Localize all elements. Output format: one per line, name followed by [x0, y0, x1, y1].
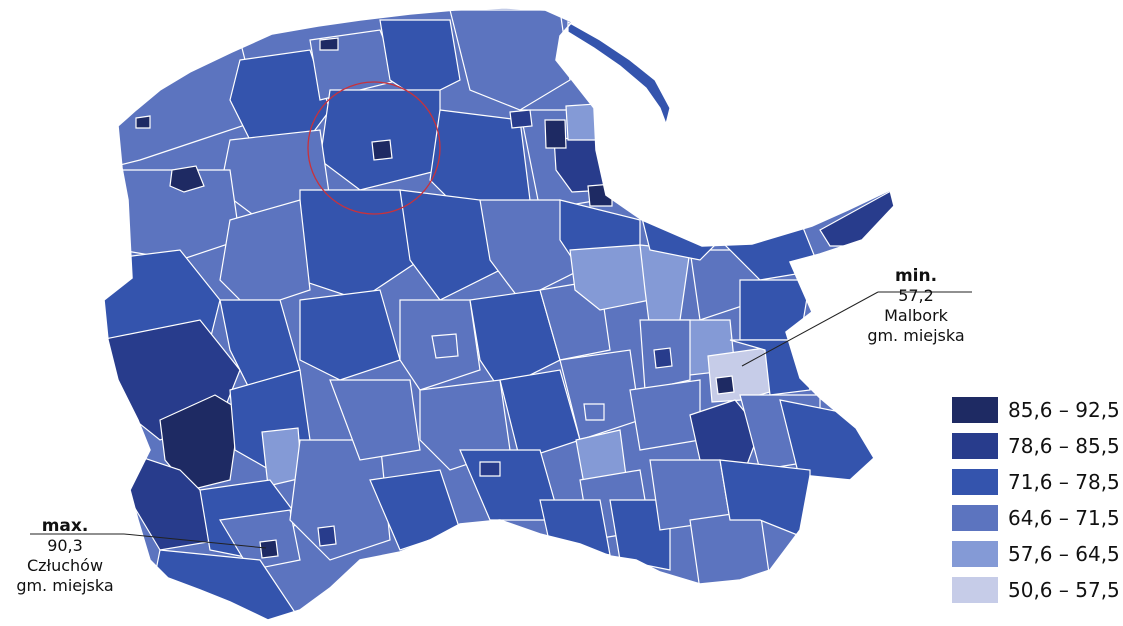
municipality-area	[819, 184, 894, 247]
max-callout: max. 90,3 Człuchów gm. miejska	[6, 516, 124, 596]
town-area	[371, 139, 393, 161]
legend-swatch	[952, 541, 998, 567]
legend-swatch	[952, 469, 998, 495]
municipality-area	[569, 244, 651, 311]
min-callout: min. 57,2 Malbork gm. miejska	[846, 266, 986, 346]
legend-label: 71,6 – 78,5	[1008, 470, 1120, 494]
town-area	[319, 37, 339, 51]
municipality-area	[739, 279, 811, 341]
max-place: Człuchów	[26, 556, 104, 575]
legend-swatch	[952, 397, 998, 423]
max-kind: gm. miejska	[16, 576, 114, 595]
max-value: 90,3	[47, 536, 83, 555]
town-area	[715, 375, 735, 395]
town-area	[479, 461, 501, 477]
legend-item: 50,6 – 57,5	[952, 572, 1120, 608]
hel-peninsula	[567, 20, 671, 127]
municipality-area	[689, 509, 771, 591]
region-outline	[103, 7, 895, 621]
town-area	[135, 115, 151, 129]
municipality-area	[329, 379, 421, 461]
town-area	[509, 109, 533, 129]
town-area	[259, 539, 279, 559]
min-value: 57,2	[898, 286, 934, 305]
pomorskie-region	[104, 8, 894, 620]
legend-item: 57,6 – 64,5	[952, 536, 1120, 572]
legend-label: 50,6 – 57,5	[1008, 578, 1120, 602]
municipality-area	[609, 499, 671, 571]
legend-swatch	[952, 433, 998, 459]
municipality-area	[539, 499, 611, 556]
municipality-area	[587, 183, 613, 207]
legend-item: 78,6 – 85,5	[952, 428, 1120, 464]
municipality-area	[544, 119, 567, 149]
legend-label: 57,6 – 64,5	[1008, 542, 1120, 566]
town-area	[169, 165, 205, 193]
max-callout-leader	[123, 533, 267, 549]
municipality-area	[159, 394, 241, 491]
municipality-area	[299, 289, 401, 381]
min-heading: min.	[894, 266, 938, 286]
legend-item: 85,6 – 92,5	[952, 392, 1120, 428]
legend-label: 64,6 – 71,5	[1008, 506, 1120, 530]
town-area	[431, 333, 459, 359]
max-heading: max.	[41, 516, 89, 536]
town-area	[583, 403, 605, 421]
legend-swatch	[952, 577, 998, 603]
municipality-area	[399, 189, 501, 301]
legend-label: 78,6 – 85,5	[1008, 434, 1120, 458]
legend-item: 64,6 – 71,5	[952, 500, 1120, 536]
legend-label: 85,6 – 92,5	[1008, 398, 1120, 422]
min-place: Malbork	[884, 306, 948, 325]
min-callout-leader	[741, 291, 879, 367]
town-area	[653, 347, 673, 369]
municipality-area	[689, 399, 761, 471]
town-area	[317, 525, 337, 547]
legend-item: 71,6 – 78,5	[952, 464, 1120, 500]
min-kind: gm. miejska	[867, 326, 965, 345]
municipality-area	[219, 509, 301, 571]
municipality-area	[719, 459, 811, 541]
highlight-ring	[307, 81, 441, 215]
legend: 85,6 – 92,5 78,6 – 85,5 71,6 – 78,5 64,6…	[952, 392, 1120, 608]
municipality-area	[479, 199, 581, 301]
legend-swatch	[952, 505, 998, 531]
